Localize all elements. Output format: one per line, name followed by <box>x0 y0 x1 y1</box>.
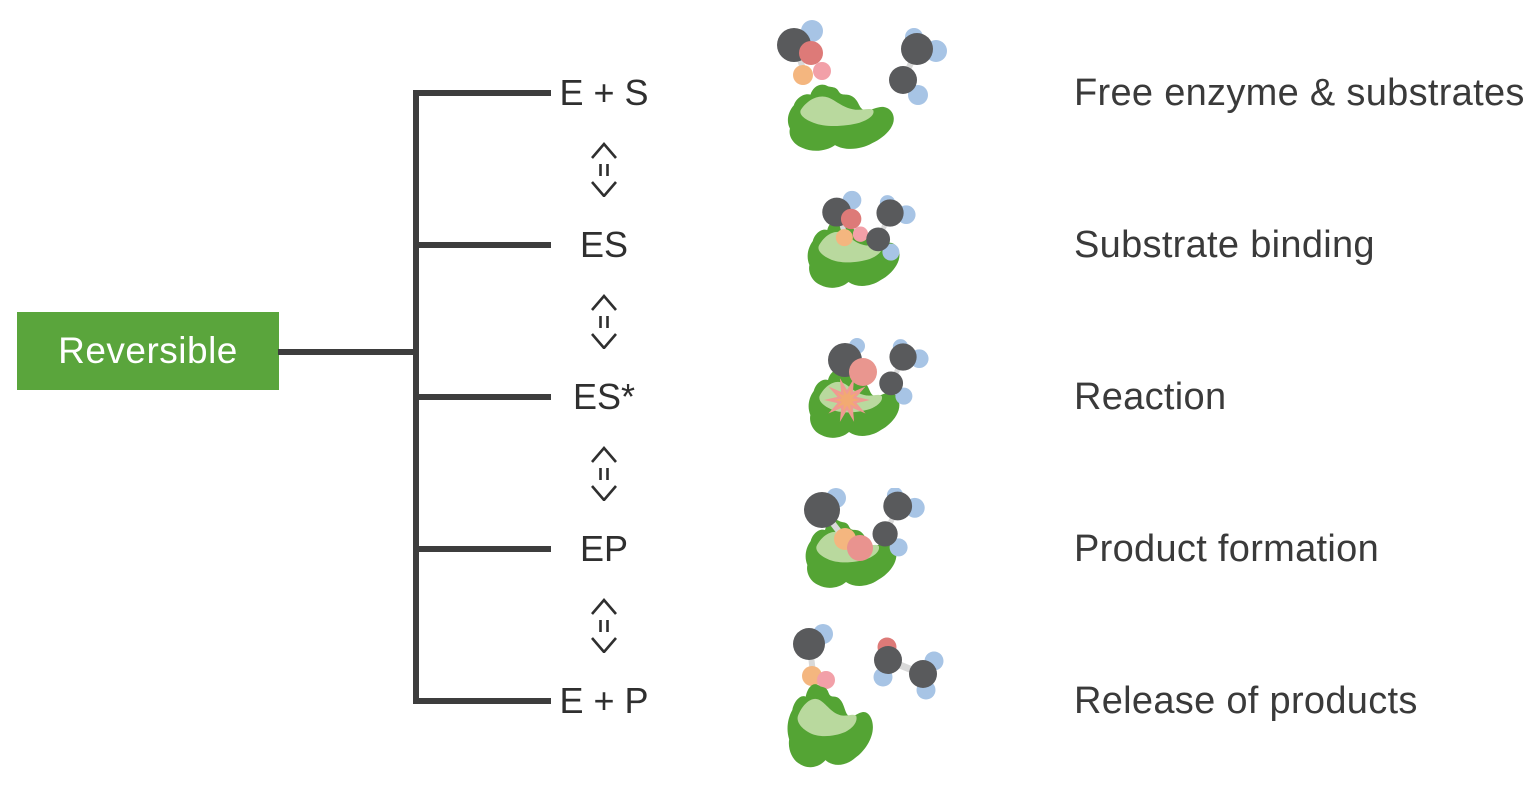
bracket-branch-line <box>413 90 551 96</box>
enzyme-icon <box>787 84 894 151</box>
reversible-arrow-icon <box>591 446 617 501</box>
root-connector-line <box>278 349 419 355</box>
reversible-arrow-icon <box>591 142 617 197</box>
product-b-icon <box>873 637 944 700</box>
stage-description: Reaction <box>1074 376 1227 418</box>
stage-formula-es: ES <box>579 224 629 265</box>
substrate-a-icon <box>777 20 831 85</box>
substrate-b-icon <box>889 28 947 105</box>
reversible-label: Reversible <box>58 330 238 371</box>
bracket-branch-line <box>413 242 551 248</box>
stage-description: Release of products <box>1074 680 1418 722</box>
stage-formula-e-plus-s: E + S <box>559 72 649 113</box>
illustration-product-formation <box>804 488 962 588</box>
illustration-substrate-binding <box>807 190 962 288</box>
reversible-arrow-icon <box>591 294 617 349</box>
stage-formula-es-star: ES* <box>572 376 636 417</box>
stage-description: Free enzyme & substrates <box>1074 72 1525 114</box>
illustration-release-of-products <box>787 624 944 768</box>
stage-formula-e-plus-p: E + P <box>559 680 649 721</box>
bracket-branch-line <box>413 394 551 400</box>
reversible-arrow-icon <box>591 598 617 653</box>
enzyme-icon <box>787 684 873 768</box>
product-a-icon <box>793 624 835 689</box>
bracket-branch-line <box>413 698 551 704</box>
stage-description: Product formation <box>1074 528 1380 570</box>
reversible-label-box: Reversible <box>17 312 279 390</box>
stage-formula-ep: EP <box>579 528 629 569</box>
bracket-branch-line <box>413 546 551 552</box>
product-a-icon <box>804 488 873 561</box>
illustration-free-enzyme-and-substrates <box>762 15 972 151</box>
illustration-reaction <box>808 338 967 438</box>
atom-salmon <box>849 358 877 386</box>
stage-description: Substrate binding <box>1074 224 1375 266</box>
